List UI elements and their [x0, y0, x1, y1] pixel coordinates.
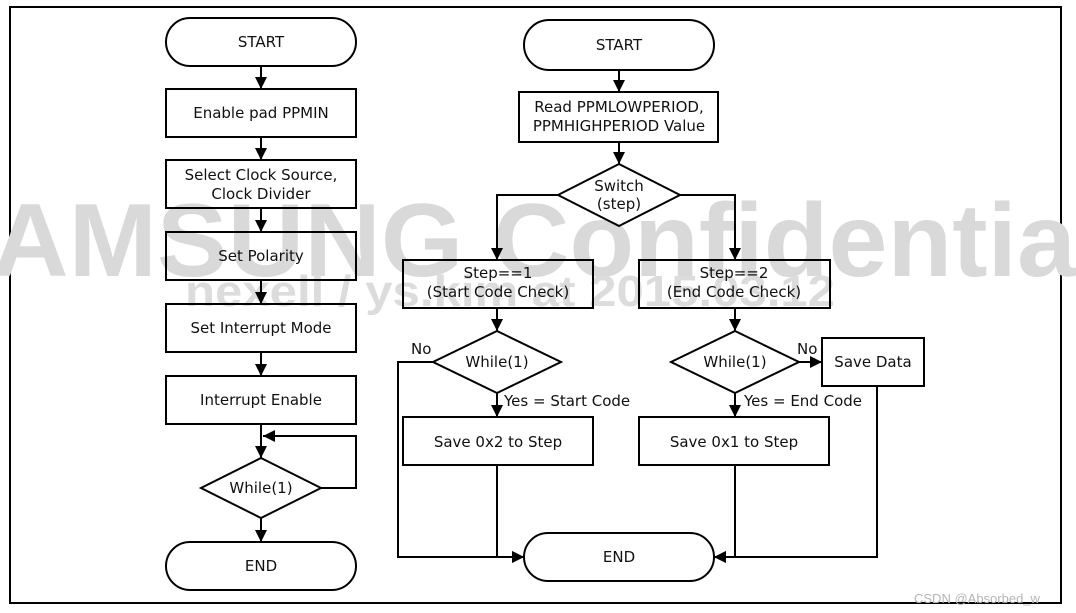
select-clock-label-line1: Select Clock Source,	[185, 166, 338, 184]
set-polarity-label: Set Polarity	[218, 247, 304, 265]
read-period-label-line2: PPMHIGHPERIOD Value	[533, 117, 705, 135]
switch-label-line1: Switch	[594, 177, 644, 195]
branch-step1-connector	[491, 194, 558, 260]
while-start-code-label: While(1)	[465, 353, 528, 371]
read-period-label-line1: Read PPMLOWPERIOD,	[534, 98, 703, 116]
no-start-code-connector	[397, 361, 524, 563]
left-start-label: START	[238, 33, 285, 51]
loop-back-connector	[263, 430, 357, 489]
right-end-label: END	[603, 548, 635, 566]
switch-step-decision	[555, 162, 683, 228]
right-start-label: START	[596, 36, 643, 54]
step2-label-line2: (End Code Check)	[667, 283, 801, 301]
step1-label-line2: (Start Code Check)	[427, 283, 569, 301]
left-end-terminal	[165, 541, 357, 591]
save-data-box	[821, 337, 925, 387]
left-while-label: While(1)	[229, 479, 292, 497]
save-0x2-to-end-connector	[496, 465, 524, 563]
step2-label-line1: Step==2	[700, 264, 769, 282]
no-label-start-code: No	[411, 340, 431, 358]
yes-start-code-label: Yes = Start Code	[503, 392, 630, 410]
yes-end-code-label: Yes = End Code	[743, 392, 862, 410]
save-0x1-label: Save 0x1 to Step	[670, 433, 798, 451]
no-label-end-code: No	[797, 340, 817, 358]
select-clock-label-line2: Clock Divider	[211, 185, 311, 203]
credit-text: CSDN @Absorbed_w	[914, 591, 1041, 606]
enable-pad-label: Enable pad PPMIN	[193, 104, 329, 122]
branch-step2-connector	[680, 194, 741, 260]
left-end-label: END	[245, 557, 277, 575]
while-end-code-label: While(1)	[703, 353, 766, 371]
save-data-label: Save Data	[834, 353, 911, 371]
interrupt-enable-label: Interrupt Enable	[200, 391, 322, 409]
step1-label-line1: Step==1	[464, 264, 533, 282]
save-data-to-end-connector	[714, 386, 878, 563]
save-0x2-label: Save 0x2 to Step	[434, 433, 562, 451]
set-interrupt-mode-label: Set Interrupt Mode	[190, 319, 331, 337]
switch-label-line2: (step)	[597, 195, 641, 213]
